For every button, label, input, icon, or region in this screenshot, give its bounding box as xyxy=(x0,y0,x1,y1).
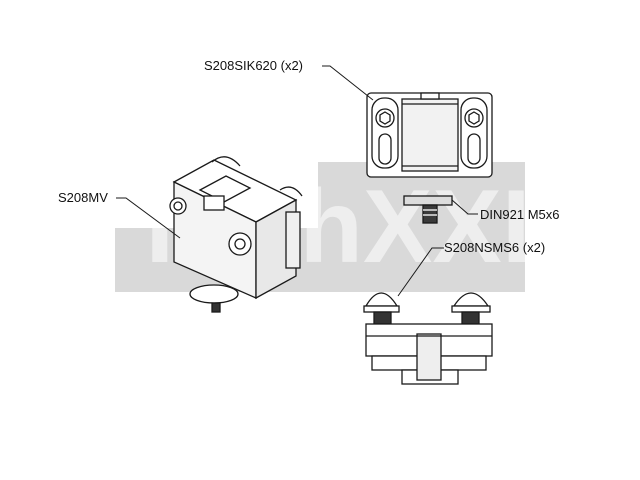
watermark-box xyxy=(318,162,525,292)
screw-part xyxy=(403,195,453,224)
label-insert: S208SIK620 (x2) xyxy=(204,58,303,73)
label-assembly: S208MV xyxy=(58,190,108,205)
leader-assembly xyxy=(116,197,181,239)
leader-lines xyxy=(116,65,478,297)
leader-slot-nut xyxy=(397,247,444,297)
insert-part xyxy=(366,92,493,178)
label-screw: DIN921 M5x6 xyxy=(480,207,559,222)
leader-screw xyxy=(451,199,478,215)
assembly-part xyxy=(169,156,303,313)
leader-insert xyxy=(322,65,374,101)
label-slot-nut: S208NSMS6 (x2) xyxy=(444,240,545,255)
slot-nut-part xyxy=(363,292,493,385)
